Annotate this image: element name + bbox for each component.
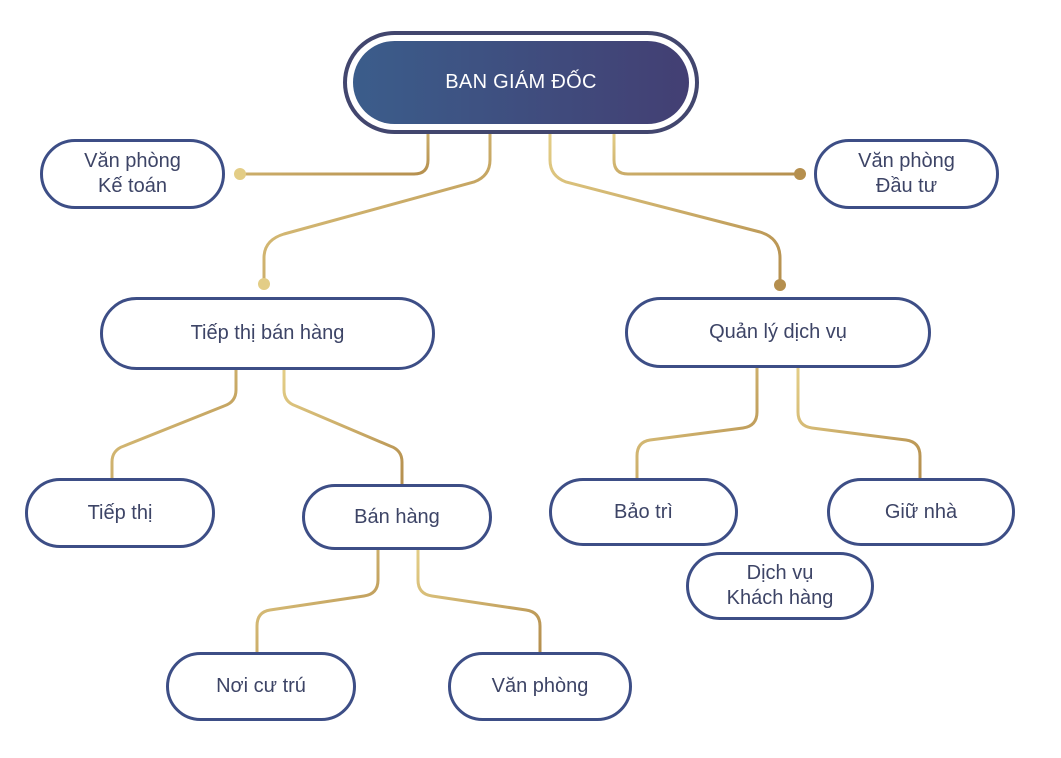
node-sales-label: Bán hàng — [354, 505, 440, 528]
connector-root-sales-marketing — [262, 132, 492, 286]
node-residence: Nơi cư trú — [166, 652, 356, 721]
connector-service-housekeeping — [796, 366, 922, 480]
node-board-of-directors: BAN GIÁM ĐỐC — [343, 31, 699, 134]
node-maintenance-label: Bảo trì — [614, 500, 673, 523]
node-sales-marketing-label: Tiếp thị bán hàng — [190, 322, 345, 344]
connector-sales-office — [416, 548, 542, 654]
node-board-of-directors-label: BAN GIÁM ĐỐC — [445, 71, 597, 93]
connector-dot-accounting — [234, 168, 246, 180]
connector-dot-investment — [794, 168, 806, 180]
connector-root-service — [548, 132, 782, 286]
connector-salesmkt-sales — [282, 368, 404, 486]
node-customer-service-label: Dịch vụ Khách hàng — [726, 562, 834, 609]
node-residence-label: Nơi cư trú — [216, 675, 306, 697]
connector-dot-service — [774, 279, 786, 291]
node-investment-office-label: Văn phòng Đầu tư — [858, 150, 955, 197]
node-service-management: Quản lý dịch vụ — [625, 297, 931, 368]
node-office-label: Văn phòng — [491, 675, 589, 697]
node-maintenance: Bảo trì — [549, 478, 738, 546]
node-investment-office: Văn phòng Đầu tư — [814, 139, 999, 209]
connector-root-investment — [612, 132, 802, 176]
node-accounting-office: Văn phòng Kế toán — [40, 139, 225, 209]
connector-root-accounting — [238, 132, 430, 176]
connector-service-maintenance — [635, 366, 759, 480]
connector-dot-sales-marketing — [258, 278, 270, 290]
node-office: Văn phòng — [448, 652, 632, 721]
node-service-management-label: Quản lý dịch vụ — [709, 321, 847, 343]
node-customer-service: Dịch vụ Khách hàng — [686, 552, 874, 620]
connector-sales-residence — [255, 548, 380, 654]
connector-salesmkt-marketing — [110, 368, 238, 480]
node-marketing: Tiếp thị — [25, 478, 215, 548]
node-marketing-label: Tiếp thị — [87, 501, 153, 524]
node-accounting-office-label: Văn phòng Kế toán — [84, 150, 181, 197]
node-housekeeping: Giữ nhà — [827, 478, 1015, 546]
node-sales-marketing: Tiếp thị bán hàng — [100, 297, 435, 370]
node-sales: Bán hàng — [302, 484, 492, 550]
node-housekeeping-label: Giữ nhà — [884, 500, 958, 523]
